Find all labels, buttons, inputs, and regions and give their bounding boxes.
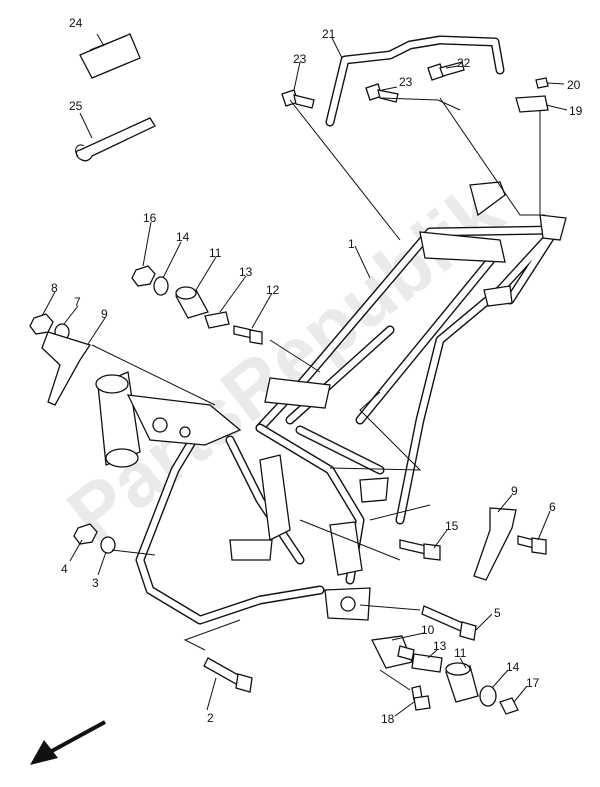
callout-14-bottom: 14 <box>506 660 520 674</box>
bolt-2 <box>203 657 253 693</box>
callout-23-left: 23 <box>293 52 307 66</box>
callout-3: 3 <box>92 576 99 590</box>
collar-11-bottom <box>445 662 479 703</box>
callout-21: 21 <box>322 27 336 41</box>
callout-6: 6 <box>549 500 556 514</box>
bushing-13-bottom <box>411 653 443 673</box>
assembly-guides <box>91 97 545 691</box>
callout-9-right: 9 <box>511 484 518 498</box>
nut-16 <box>131 265 156 287</box>
callout-12: 12 <box>266 283 280 297</box>
bolt-15 <box>399 539 441 561</box>
callout-24: 24 <box>69 16 83 30</box>
callout-18: 18 <box>381 712 395 726</box>
bolt-6 <box>517 535 547 555</box>
bolt-23-right <box>365 83 399 103</box>
screw-20 <box>535 77 549 89</box>
callout-13-bottom: 13 <box>433 639 447 653</box>
bolt-22 <box>427 61 465 81</box>
callout-labels: 24 25 21 23 23 22 20 19 1 16 14 11 13 12… <box>51 16 583 726</box>
callout-7: 7 <box>74 295 81 309</box>
callout-11-bottom: 11 <box>454 646 467 660</box>
leader-lines <box>41 33 568 717</box>
guard-bar <box>325 35 505 127</box>
spanner-wrench <box>75 117 156 162</box>
engine-bracket-9-left <box>41 331 92 406</box>
washer-3 <box>100 536 116 554</box>
callout-17: 17 <box>526 676 540 690</box>
main-frame <box>95 181 567 625</box>
callout-5: 5 <box>494 606 501 620</box>
direction-arrow <box>30 720 106 765</box>
bolt-18 <box>411 685 431 711</box>
bolt-5 <box>421 605 477 641</box>
bushing-13-top <box>204 311 230 329</box>
engine-mount-10 <box>371 635 415 669</box>
clamp-19 <box>515 95 549 113</box>
bolt-12 <box>233 325 263 345</box>
callout-13-top: 13 <box>239 265 253 279</box>
callout-14-top: 14 <box>176 230 190 244</box>
callout-23-right: 23 <box>399 75 413 89</box>
callout-22: 22 <box>457 56 471 70</box>
collar-11-top <box>175 286 209 319</box>
bolt-23-left <box>281 89 315 109</box>
callout-8: 8 <box>51 281 58 295</box>
callout-15: 15 <box>445 519 459 533</box>
callout-10: 10 <box>421 623 435 637</box>
callout-1: 1 <box>348 237 355 251</box>
callout-2: 2 <box>207 711 214 725</box>
washer-14-top <box>153 276 169 296</box>
callout-20: 20 <box>567 78 581 92</box>
tool-pouch <box>79 33 141 79</box>
nut-8 <box>29 313 54 335</box>
callout-19: 19 <box>569 104 583 118</box>
callout-25: 25 <box>69 99 83 113</box>
washer-14-bottom <box>479 685 497 707</box>
callout-4: 4 <box>61 562 68 576</box>
callout-9-left: 9 <box>101 307 108 321</box>
bolt-17 <box>499 697 519 715</box>
callout-16: 16 <box>143 211 157 225</box>
nut-4 <box>73 523 98 545</box>
callout-11-top: 11 <box>209 246 222 260</box>
engine-bracket-9-right <box>473 507 517 581</box>
